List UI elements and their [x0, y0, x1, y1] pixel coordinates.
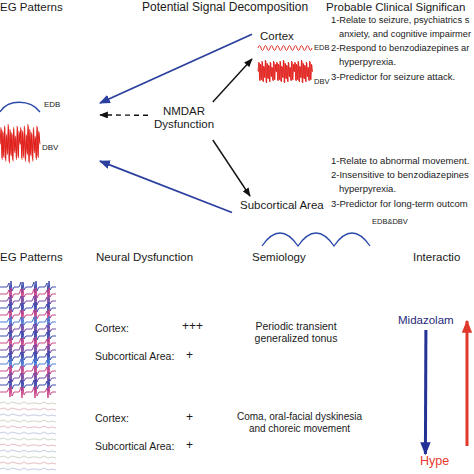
eeg-trace: [0, 402, 56, 470]
semiology-text: Periodic transient generalized tonus: [246, 320, 346, 344]
significance-note: 3-Predictor for long-term outcom: [331, 199, 468, 210]
cell-text: Cortex:: [95, 322, 129, 334]
node-text: Hype: [420, 454, 449, 468]
composition-arrow: [100, 161, 232, 212]
column-header: Potential Signal Decomposition: [142, 1, 308, 15]
composition-arrow: [100, 34, 252, 103]
causal-arrow: [213, 59, 252, 102]
significance-note: anxiety, and cognitive impairmer: [339, 29, 471, 40]
node-text: NMDAR Dysfunction: [148, 105, 220, 131]
dbv-burst: [258, 60, 313, 83]
column-header: EG Patterns: [0, 1, 63, 14]
column-header: Probable Clinical Significan: [326, 1, 465, 14]
interaction-arrow: [424, 330, 428, 454]
node-text: EDB: [44, 100, 60, 109]
dbv-burst: [0, 124, 40, 163]
significance-note: 1-Relate to abnormal movement.: [331, 156, 469, 167]
eeg-trace: [0, 281, 56, 398]
significance-note: 2-Insensitive to benzodiazepines: [331, 170, 469, 181]
significance-note: 3-Predictor for seizure attack.: [331, 72, 455, 83]
node-text: Cortex: [260, 30, 294, 43]
column-header: Semiology: [252, 251, 306, 264]
interaction-arrow: [466, 321, 469, 446]
significance-note: 1-Relate to seizure, psychiatrics s: [331, 15, 469, 26]
column-header: Neural Dysfunction: [96, 251, 193, 264]
level-mark: +: [186, 439, 193, 453]
node-text: DBV: [42, 143, 58, 152]
node-text: Subcortical Area: [240, 199, 324, 212]
node-text: DBV: [314, 78, 329, 87]
connectors: [100, 34, 426, 454]
node-text: EDB&DBV: [372, 218, 408, 227]
level-mark: +: [186, 411, 193, 425]
edb-wave: [0, 102, 40, 112]
column-header: Interactio: [413, 251, 460, 264]
edb-wave: [258, 46, 312, 51]
level-mark: +: [186, 349, 193, 363]
significance-note: hyperpyrexia.: [339, 57, 396, 68]
semiology-text: Coma, oral-facial dyskinesia and choreic…: [232, 411, 367, 434]
significance-note: hyperpyrexia.: [339, 184, 396, 195]
cell-text: Cortex:: [95, 412, 129, 424]
node-text: Midazolam: [398, 314, 454, 327]
cell-text: Subcortical Area:: [95, 440, 174, 452]
cell-text: Subcortical Area:: [95, 350, 174, 362]
node-text: EDB: [314, 44, 329, 53]
level-mark: +++: [182, 320, 203, 334]
dashed-arrow: [100, 114, 148, 116]
eeg-pattern: EDB DBV: [0, 96, 100, 166]
signal-component: Subcortical AreaEDB&DBV: [232, 196, 412, 251]
slow-wave: [262, 233, 370, 246]
column-header: EG Patterns: [0, 251, 63, 264]
drug-label: Midazolam: [398, 314, 460, 330]
significance-note: 2-Respond to benzodiazepines ar: [331, 43, 469, 54]
effect-label: Hype: [420, 454, 474, 471]
causal-arrow: [213, 140, 250, 196]
cause-label: NMDAR Dysfunction: [148, 102, 220, 140]
signal-component: CortexEDBDBV: [252, 28, 324, 90]
